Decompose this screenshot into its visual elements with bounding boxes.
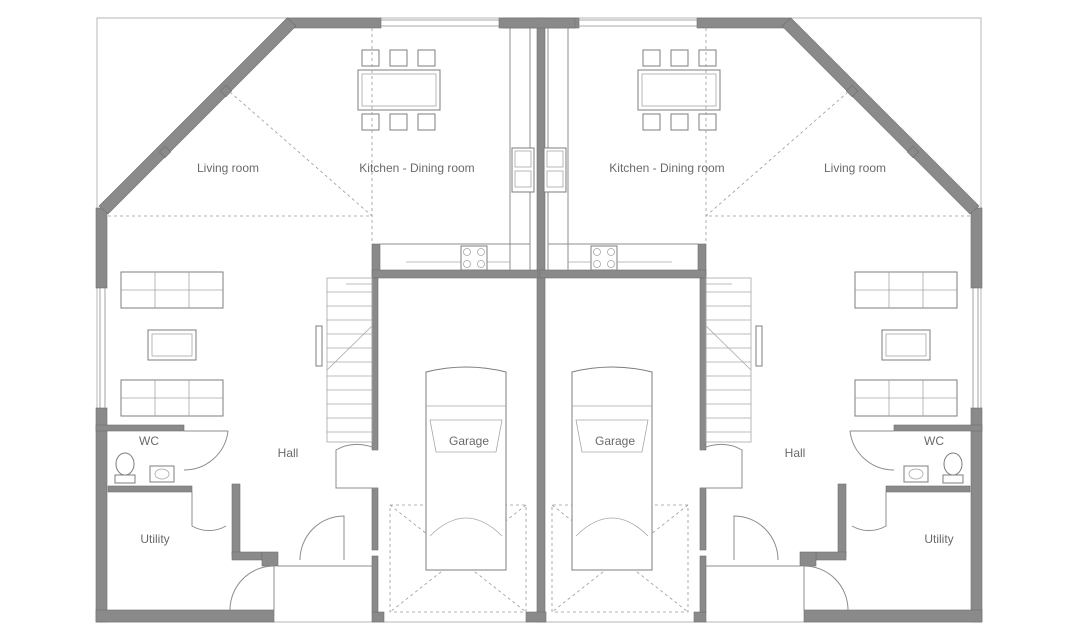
unit-right <box>498 17 983 623</box>
label-utility-right: Utility <box>924 532 953 546</box>
garage-left <box>389 366 527 613</box>
label-utility-left: Utility <box>140 532 169 546</box>
room-labels: Living room Kitchen - Dining room Kitche… <box>139 161 954 546</box>
label-wc-left: WC <box>139 434 159 448</box>
label-kitchen-dining-right: Kitchen - Dining room <box>609 161 724 175</box>
living-furniture <box>120 271 224 417</box>
label-hall-left: Hall <box>278 446 299 460</box>
dining-set <box>637 49 721 131</box>
doors <box>183 430 379 611</box>
doors <box>699 430 895 611</box>
ceiling-lines <box>705 28 970 244</box>
windows <box>99 19 503 408</box>
interior-walls <box>95 243 539 613</box>
unit-left <box>95 17 580 623</box>
label-living-room-right: Living room <box>824 161 886 175</box>
staircase <box>705 277 763 443</box>
label-garage-right: Garage <box>595 434 635 448</box>
label-garage-left: Garage <box>449 434 489 448</box>
living-furniture <box>854 271 958 417</box>
dining-set <box>357 49 441 131</box>
wc-fixtures <box>114 452 175 484</box>
label-kitchen-dining-left: Kitchen - Dining room <box>359 161 474 175</box>
garage-right <box>551 366 689 613</box>
label-wc-right: WC <box>924 434 944 448</box>
exterior-walls <box>95 17 580 623</box>
exterior-walls <box>498 17 983 623</box>
kitchen-counters <box>380 28 535 271</box>
kitchen-counters <box>543 28 698 271</box>
label-hall-right: Hall <box>785 446 806 460</box>
label-living-room-left: Living room <box>197 161 259 175</box>
windows <box>575 19 979 408</box>
staircase <box>315 277 373 443</box>
wc-fixtures <box>903 452 964 484</box>
interior-walls <box>539 243 983 613</box>
ceiling-lines <box>108 28 373 244</box>
